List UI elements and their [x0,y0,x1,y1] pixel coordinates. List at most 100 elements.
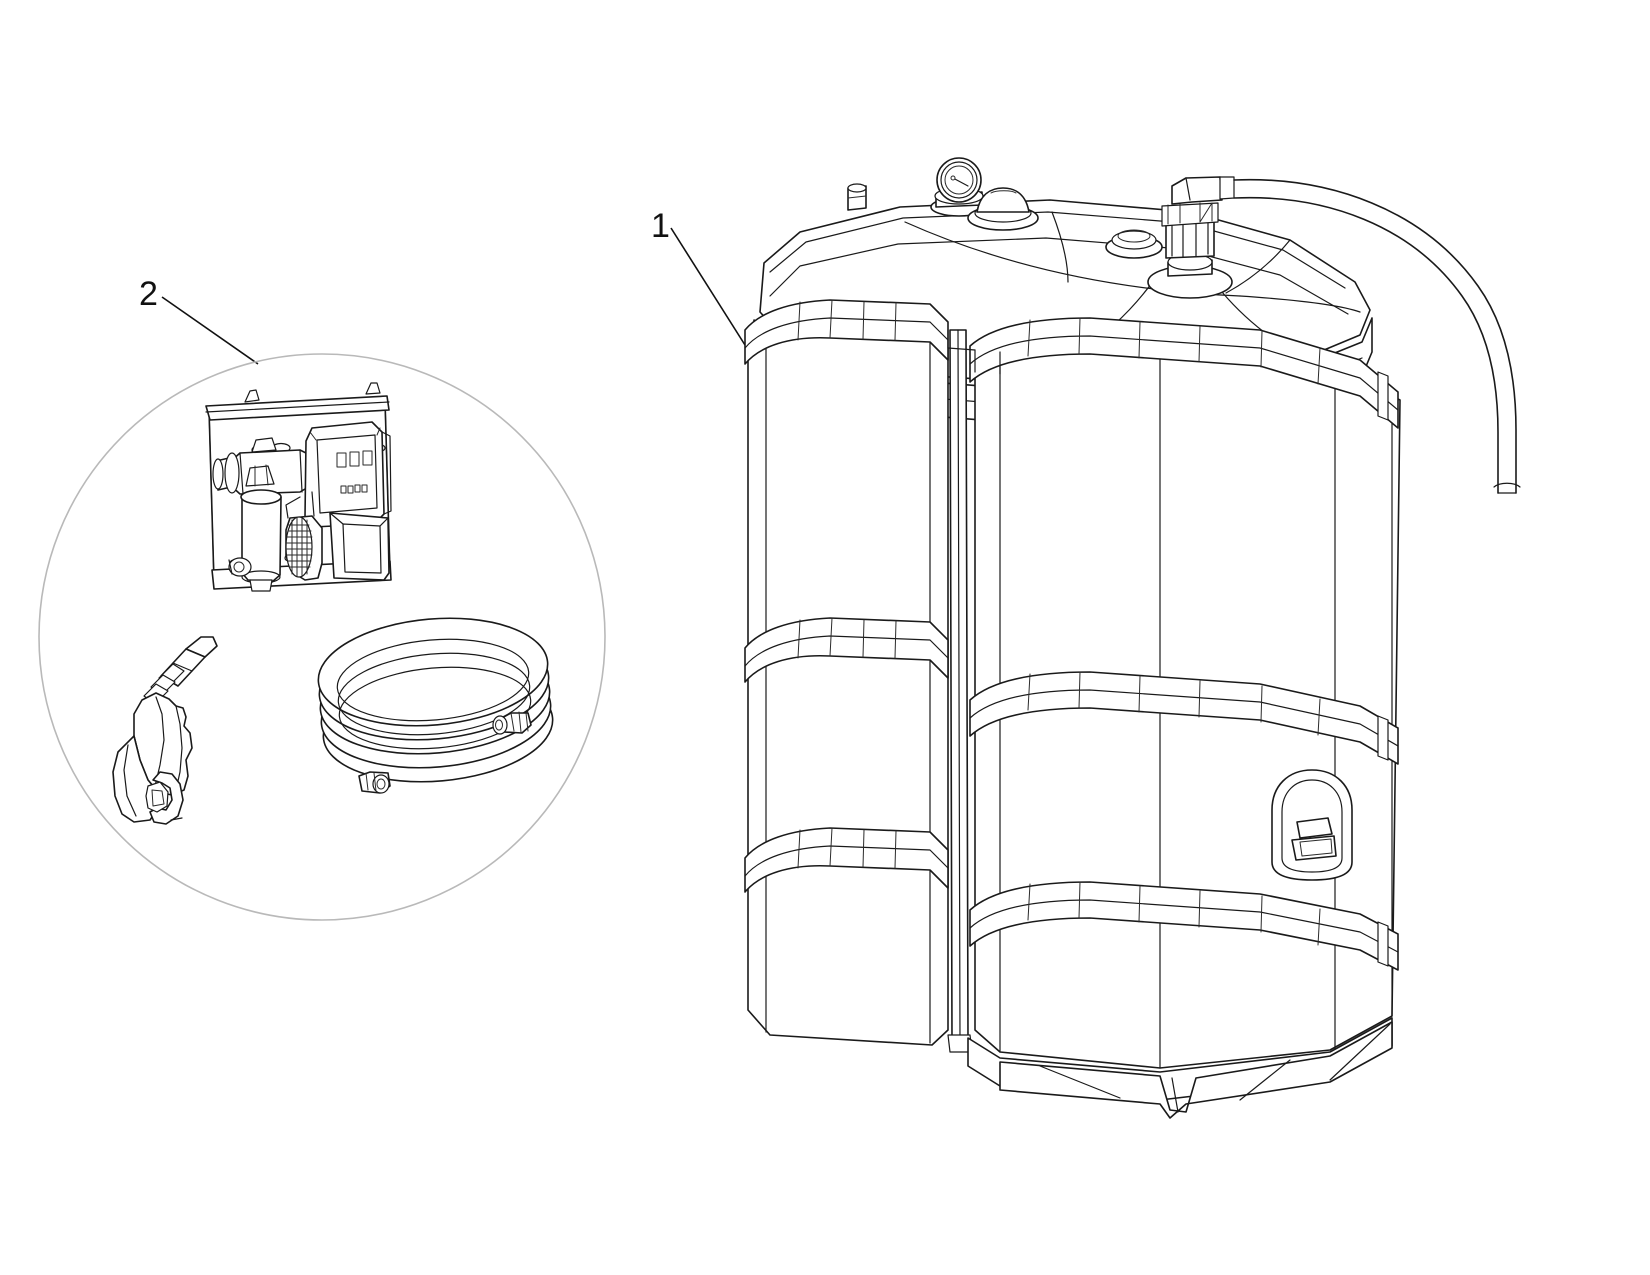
leader-line-1 [670,227,746,346]
elbow-neck-seam [1185,177,1191,201]
band-upper-right-mid [969,335,1399,411]
gauge-needle-pivot [950,175,956,181]
cage-post-right-middle [1377,715,1389,761]
breather-top [847,183,867,193]
plate-flange-line [205,401,390,413]
elbow-hose-barb [1219,176,1235,200]
band-middle-left [744,617,949,683]
valve-handle-inner [1299,838,1333,857]
pump-body-seam-1 [239,452,244,495]
vent-cap-dome [976,187,1030,213]
elbow-hex-faces [1167,202,1213,225]
band-lower-left [744,827,949,893]
tank-lid-inner-edge [769,211,1346,289]
lid-seam-b [1239,295,1361,313]
nozzle-base [170,817,183,821]
totalizer-digit-1 [340,485,347,494]
valve-recess-inner [1281,779,1343,873]
hose-coil-outer-1 [317,617,549,727]
nozzle-spout-centerline [172,662,193,672]
band-middle-right-ribs [1027,671,1321,736]
drain-valve-recess [1271,769,1353,881]
band-upper-left [744,299,949,365]
fill-port-top [1117,229,1151,243]
band-lower-right [969,881,1399,971]
outlet-elbow-fitting [1147,176,1235,299]
flow-meter-totalizer [340,484,368,494]
breather-stub [847,183,867,211]
transfer-pump-assembly [205,382,392,592]
totalizer-digit-3 [354,484,361,493]
cage-band-middle [744,617,1399,765]
suction-hose [1233,178,1521,494]
pump-left-ring [224,452,240,494]
suction-hose-inner [1233,196,1499,494]
cage-post-right-lower [1377,921,1389,967]
hose-end-fitting-left [358,771,391,794]
cage-band-lower [744,827,1399,971]
elbow-hex-nut [1161,202,1219,227]
hose-bore-right [495,719,503,731]
band-upper-right [969,317,1399,429]
nozzle-trigger-inner [151,789,165,807]
hose-coil-bore-1 [336,638,530,722]
gauge-bezel [940,161,978,199]
leader-line-2 [161,296,259,365]
tank-lid-rim-line [769,237,1349,315]
gauge-dial [944,165,974,195]
callout-leaders [161,227,746,365]
gauge-needle [952,177,969,187]
ferrule-knurl-right [510,711,529,733]
meter-digit-2 [349,451,360,467]
bypass-detail-2 [265,464,269,486]
center-seam-detail [974,349,1001,375]
bracket-tab-right [365,382,381,395]
totalizer-digit-4 [361,484,368,493]
vent-cap [967,187,1039,231]
callout-label-1: 1 [651,207,670,245]
nozzle-grip-edge [123,744,137,817]
filter-drain-hole [233,561,245,573]
funnel-face-seam-3 [1039,1065,1121,1099]
fan-shroud-top [285,496,301,519]
cage-band-upper [744,299,1399,429]
pump-body-seam-2 [299,449,303,493]
band-upper-left-ribs [797,299,897,341]
funnel-face-seam-2 [1329,1023,1391,1081]
tank-body-left-face [747,324,949,1046]
fill-port-cap [1111,230,1157,250]
flow-meter-display [336,450,373,468]
meter-digit-3 [362,450,373,466]
tank-funnel-bottom [999,1021,1393,1119]
motor-housing-face [342,523,382,574]
coiled-hose [317,617,554,794]
band-middle-left-mid [744,635,949,667]
meter-right-face [381,431,392,515]
band-lower-left-ribs [797,827,897,869]
funnel-apex-line [1171,1077,1179,1113]
totalizer-digit-2 [347,485,354,494]
center-post-centerline [957,329,961,1041]
plate-left-edge [208,408,215,583]
cage-post-right-upper [1377,371,1389,421]
filter-drain-boss [249,579,273,592]
band-middle-left-ribs [797,617,897,659]
lid-seam-g [1225,239,1291,294]
bracket-tab-left [244,389,260,403]
band-middle-right-mid [969,689,1399,747]
motor-fan-grille [285,516,313,578]
fuel-nozzle [112,636,218,825]
band-lower-left-mid [744,845,949,877]
band-middle-right [969,671,1399,765]
meter-corner-a [309,427,381,441]
valve-handle-upper [1296,817,1333,839]
vent-cap-highlight [990,190,1017,194]
hose-end-fitting-right [492,711,532,735]
rear-top-seam-2 [947,347,976,351]
elbow-body-ribs [1171,216,1209,258]
ferrule-knurl-left [365,772,377,792]
plate-top-flange [205,395,390,421]
elbow-neck [1171,176,1223,205]
lid-seam-e [1051,211,1069,283]
